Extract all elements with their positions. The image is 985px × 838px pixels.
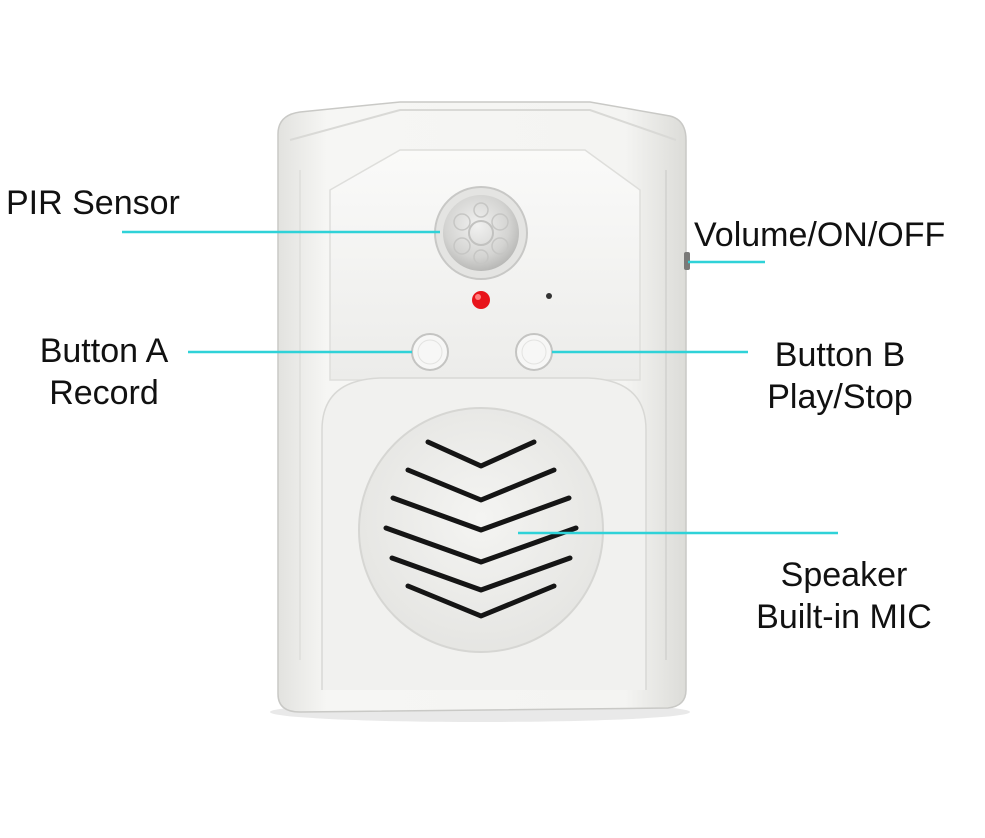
button-a-icon [411,333,449,371]
volume-label: Volume/ON/OFF [694,216,946,254]
top-bevel [289,109,677,141]
pir-lens-icon [434,186,528,280]
led-indicator-icon [472,291,490,309]
button-b-label-line2: Play/Stop [767,378,913,416]
mic-hole-icon [546,293,552,299]
button-a-label: Button A Record [20,330,188,414]
speaker-grille-icon [383,439,579,619]
speaker-label-line1: Speaker [780,556,908,594]
speaker-label: Speaker Built-in MIC [738,554,950,638]
pir-sensor-label: PIR Sensor [6,184,180,222]
button-b-label-line1: Button B [774,336,906,374]
volume-switch-icon [684,252,690,270]
button-b-label: Button B Play/Stop [750,334,930,418]
speaker-label-line2: Built-in MIC [756,598,932,636]
button-a-label-line1: Button A [39,332,169,370]
button-a-label-line2: Record [49,374,159,412]
button-b-icon [515,333,553,371]
